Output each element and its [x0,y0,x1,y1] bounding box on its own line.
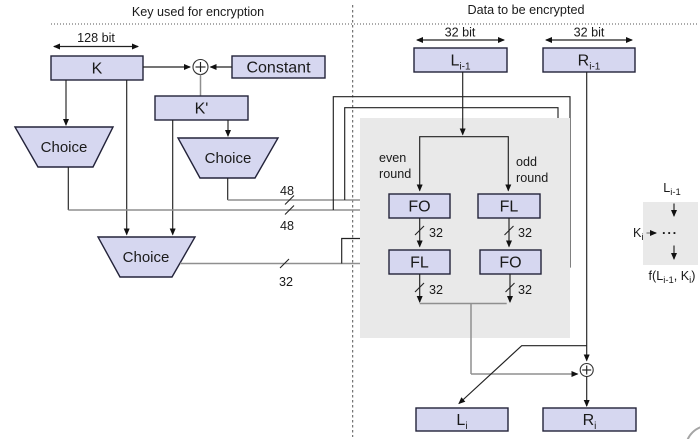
constant-box-label: Constant [246,60,311,77]
fl-odd-label: FL [500,199,519,216]
r-out-main: R [583,412,595,429]
fl-even-label: FL [410,255,429,272]
k-box [50,55,144,81]
legend-output-label: f(Li-1, Ki) [649,269,696,286]
l-in-sub: i-1 [459,62,471,73]
fl-odd-out-label: 32 [518,226,532,240]
r-out-sub: i [594,421,596,432]
fl-odd-out-slash-icon [504,225,514,236]
l-in-main: L [450,53,459,70]
legend-ellipsis: ··· [662,226,678,241]
legend-key-main: K [633,226,642,240]
choice-bottom-trapezoid [96,236,197,278]
even-round-label-2: round [379,167,411,181]
l-width-label: 32 bit [445,26,476,40]
l-in-label: Li-1 [450,53,470,73]
corner-ring-decoration [686,426,700,439]
legend-out-sub2: i [689,275,691,286]
k-prime-box [154,95,249,121]
fo-even-out-label: 32 [429,226,443,240]
feistel-legend: Li-1 Ki ··· f(Li-1, Ki) [633,181,698,286]
l-out-label: Li [456,412,467,432]
legend-out-sub1: i-1 [663,275,674,286]
l-out-box [415,407,509,432]
fo-odd-out-label: 32 [518,283,532,297]
choice-top-label: Choice [41,139,88,156]
fo-even-label: FO [408,199,430,216]
data-section-title: Data to be encrypted [468,3,585,17]
key-schedule-section: 128 bit K Constant K' Choice Choice Choi… [13,31,571,289]
legend-out-p3: ) [691,269,695,283]
bus-32-slash-icon [279,258,290,269]
choice-middle-trapezoid [176,137,280,179]
bus-48-lower-slash-icon [284,205,295,215]
data-path-section: 32 bit 32 bit Li-1 Ri-1 even round odd r… [360,26,637,432]
odd-round-label-2: round [516,171,548,185]
l-out-main: L [456,412,465,429]
r-width-label: 32 bit [574,26,605,40]
legend-input-main: L [663,181,670,195]
even-round-label-1: even [379,151,406,165]
wire-l-split [419,136,509,191]
fl-even-out-slash-icon [414,282,425,293]
r-out-box [542,407,637,432]
legend-key-sub: i [641,232,643,243]
r-in-box [542,47,636,73]
r-in-label: Ri-1 [578,53,601,73]
key-width-label: 128 bit [77,31,115,45]
bus-48-lower-label: 48 [280,219,294,233]
legend-key-label: Ki [633,226,644,243]
fl-even-out-label: 32 [429,283,443,297]
wire-r-to-l-out [458,345,587,405]
legend-input-label: Li-1 [663,181,681,198]
r-in-sub: i-1 [589,62,601,73]
choice-bottom-label: Choice [123,249,170,266]
fo-odd-label: FO [499,255,521,272]
legend-out-p2: , K [674,269,690,283]
key-section-title: Key used for encryption [132,5,264,19]
bus-32-label: 32 [279,275,293,289]
choice-top-trapezoid [13,126,115,168]
fo-even-out-slash-icon [414,225,425,236]
round-function-panel [360,118,570,338]
l-in-box [413,47,508,73]
k-prime-box-label: K' [195,101,209,118]
choice-middle-label: Choice [205,150,252,167]
r-out-label: Ri [583,412,597,432]
legend-out-p1: f(L [649,269,664,283]
r-in-main: R [578,53,590,70]
bus-48-upper-slash-icon [284,195,295,205]
legend-input-sub: i-1 [670,187,681,198]
l-out-sub: i [465,421,467,432]
bus-48-upper-label: 48 [280,184,294,198]
fo-odd-out-slash-icon [505,282,515,293]
odd-round-label-1: odd [516,155,537,169]
k-box-label: K [92,61,103,78]
